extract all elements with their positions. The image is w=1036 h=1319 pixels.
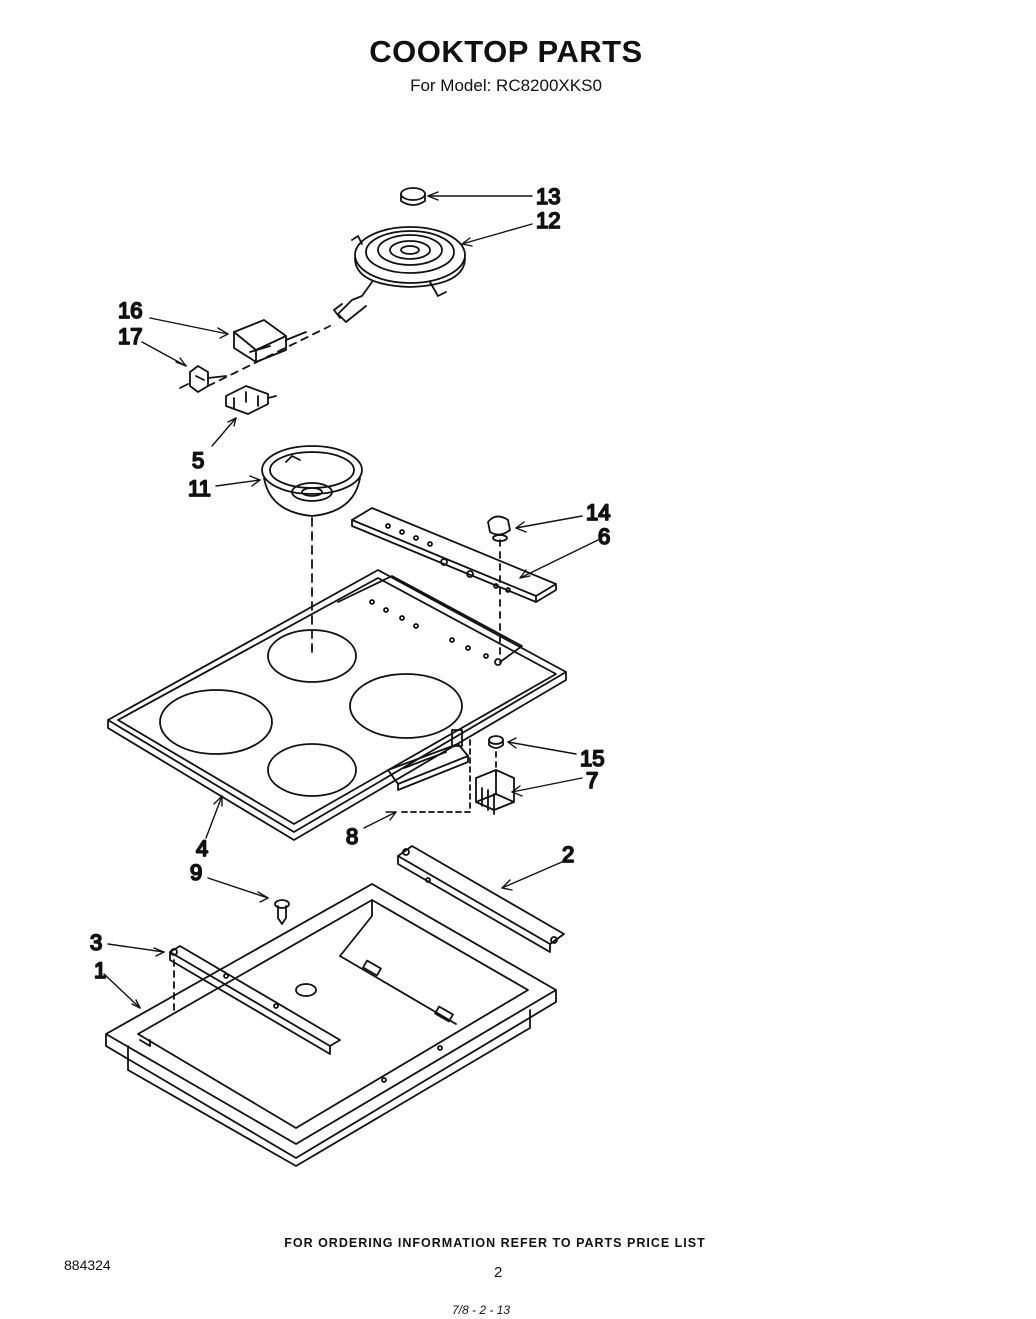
callout-16: 16 bbox=[118, 298, 142, 323]
callout-12: 12 bbox=[536, 208, 560, 233]
ordering-note: FOR ORDERING INFORMATION REFER TO PARTS … bbox=[284, 1236, 706, 1250]
document-number: 884324 bbox=[64, 1257, 111, 1273]
part-15-grommet bbox=[488, 735, 504, 775]
callout-9: 9 bbox=[190, 860, 202, 885]
page-number: 2 bbox=[494, 1264, 503, 1281]
callout-7: 7 bbox=[586, 768, 598, 793]
part-7-switch bbox=[475, 769, 515, 815]
leader-lines bbox=[103, 191, 599, 1009]
part-11-drip-bowl bbox=[261, 445, 363, 517]
part-3-cross-bracket bbox=[169, 945, 341, 1055]
callout-6: 6 bbox=[598, 524, 610, 549]
part-8-receptacle bbox=[387, 729, 471, 813]
part-6-control-panel bbox=[351, 507, 557, 603]
callout-13: 13 bbox=[536, 184, 560, 209]
part-14-knob bbox=[487, 515, 511, 661]
callout-4: 4 bbox=[196, 836, 208, 861]
part-5-terminal-block bbox=[225, 385, 277, 415]
part-9-screw bbox=[274, 899, 290, 925]
callout-17: 17 bbox=[118, 324, 142, 349]
part-1-burner-box bbox=[105, 883, 557, 1167]
part-13-cap bbox=[400, 187, 426, 206]
callout-3: 3 bbox=[90, 930, 102, 955]
handwritten-scribble: 7/8 - 2 - 13 bbox=[452, 1303, 511, 1317]
callout-8: 8 bbox=[346, 824, 358, 849]
model-subtitle: For Model: RC8200XKS0 bbox=[410, 76, 602, 95]
alignment-line-terminals bbox=[207, 325, 331, 387]
callout-1: 1 bbox=[94, 958, 106, 983]
callout-14: 14 bbox=[586, 500, 610, 525]
part-2-rail bbox=[397, 845, 565, 953]
callout-2: 2 bbox=[562, 842, 574, 867]
callout-15: 15 bbox=[580, 746, 604, 771]
callout-11: 11 bbox=[188, 476, 211, 501]
part-17-clip bbox=[179, 365, 227, 393]
callout-5: 5 bbox=[192, 448, 204, 473]
part-12-surface-element bbox=[333, 226, 466, 323]
page-title: COOKTOP PARTS bbox=[369, 34, 643, 69]
part-4-cooktop bbox=[107, 569, 567, 841]
